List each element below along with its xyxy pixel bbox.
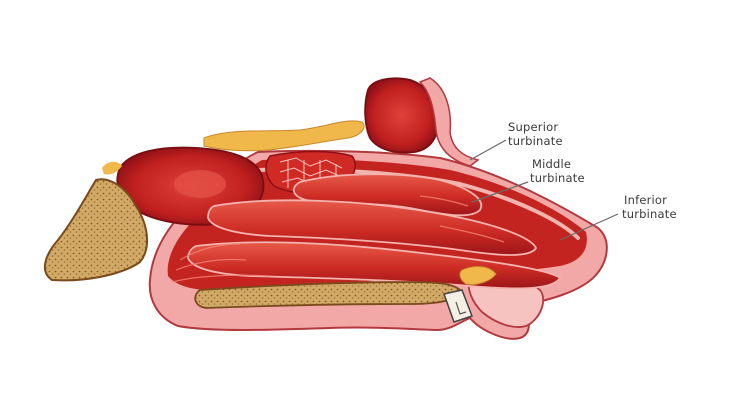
middle-turbinate-label: Middle turbinate xyxy=(530,157,585,185)
middle-label-line2: turbinate xyxy=(530,171,585,185)
inferior-label-line2: turbinate xyxy=(622,207,677,221)
superior-label-line1: Superior xyxy=(508,120,558,134)
inferior-label-line1: Inferior xyxy=(624,193,667,207)
superior-turbinate-label: Superior turbinate xyxy=(508,120,563,148)
superior-label-line2: turbinate xyxy=(508,134,563,148)
superior-leader xyxy=(470,140,506,160)
middle-label-line1: Middle xyxy=(532,157,571,171)
inferior-turbinate-label: Inferior turbinate xyxy=(622,193,677,221)
sphenoid-sinus-highlight xyxy=(174,170,226,198)
upper-fat-tissue xyxy=(204,121,364,151)
